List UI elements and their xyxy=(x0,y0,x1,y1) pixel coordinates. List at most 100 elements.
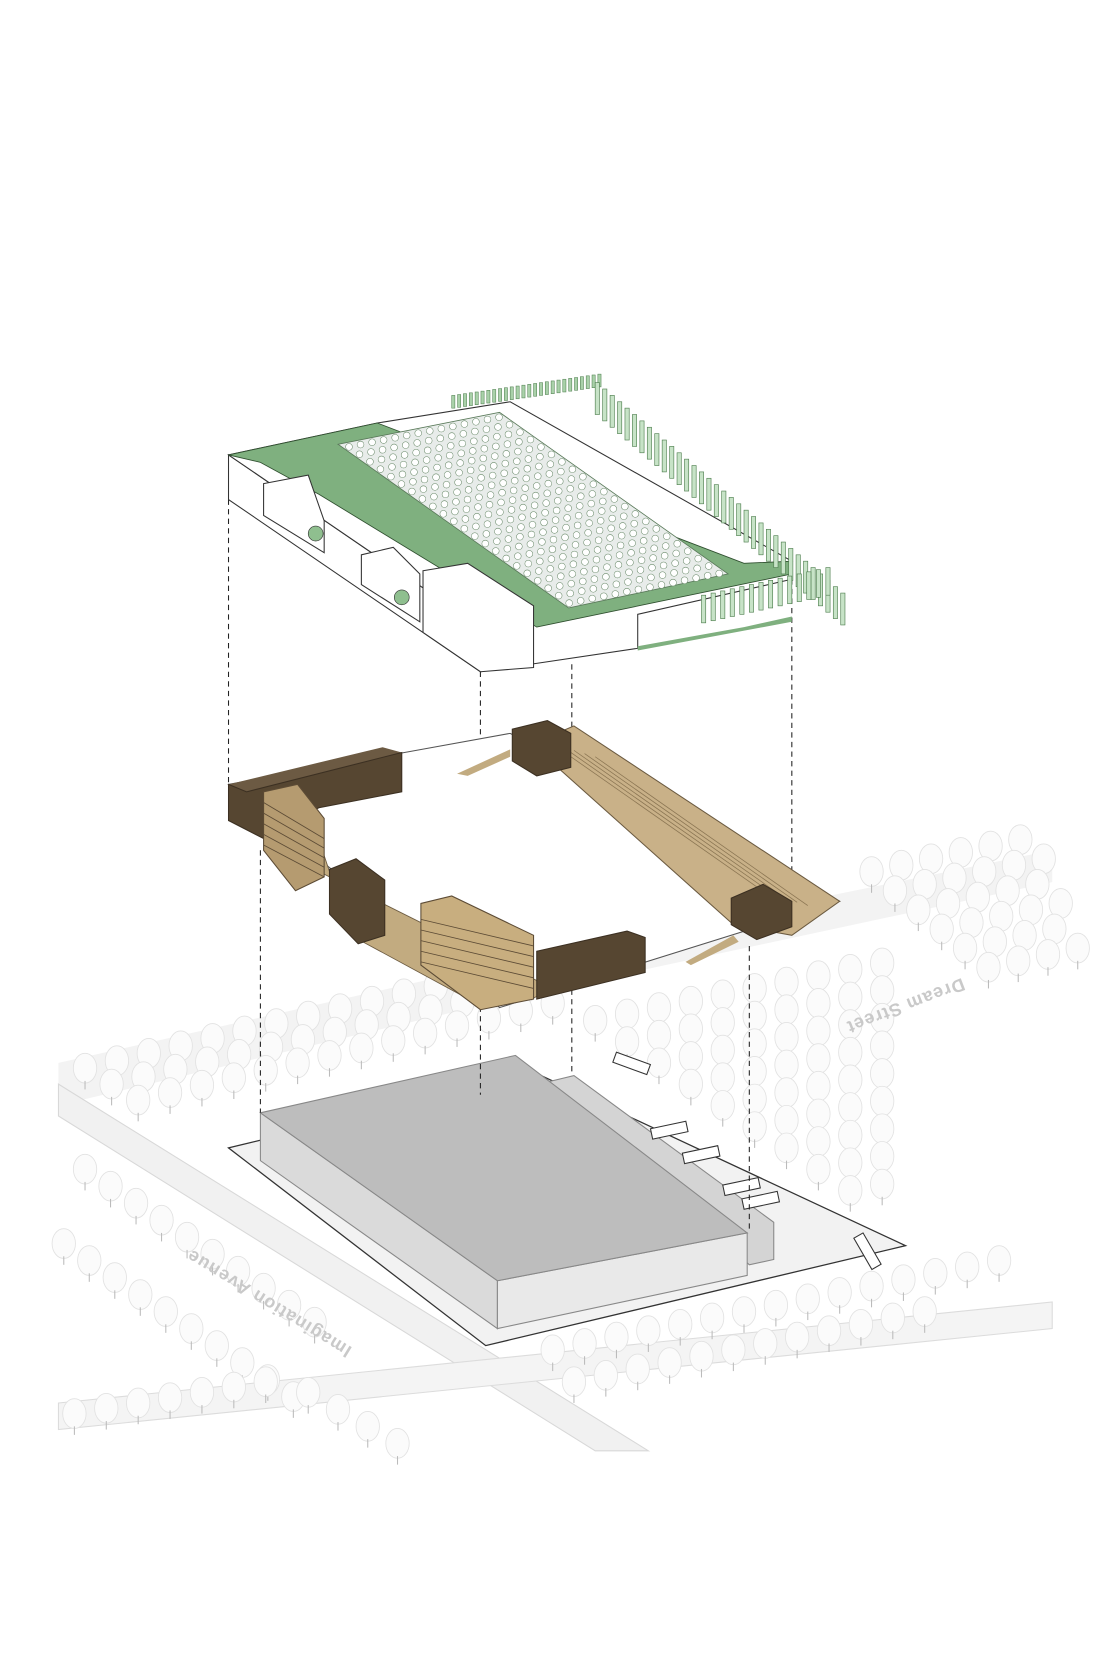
facade-fin xyxy=(544,381,549,395)
tree-icon xyxy=(444,1010,470,1041)
solar-panel xyxy=(614,561,623,569)
facade-fin xyxy=(728,497,734,530)
facade-fin xyxy=(574,377,578,391)
floor-line xyxy=(263,802,325,839)
facade-fin xyxy=(550,380,555,394)
solar-panel xyxy=(627,549,635,557)
green-strip-east xyxy=(637,616,792,651)
tree-icon xyxy=(870,1058,895,1089)
truck-icon xyxy=(853,1232,882,1271)
solar-panel xyxy=(345,443,353,451)
solar-panel xyxy=(504,535,513,543)
solar-panel xyxy=(506,515,515,524)
solar-panel xyxy=(410,468,418,476)
solar-panel xyxy=(594,536,603,544)
solar-panel xyxy=(543,489,551,497)
solar-panel xyxy=(466,466,475,475)
solar-panel xyxy=(403,431,411,440)
solar-panel xyxy=(468,457,476,465)
solar-panel xyxy=(520,494,528,502)
tree-icon xyxy=(583,1005,608,1036)
facade-fin xyxy=(739,586,745,615)
solar-panel xyxy=(673,540,681,548)
tree-icon xyxy=(678,985,703,1017)
truck-icon xyxy=(612,1051,652,1076)
tree-icon xyxy=(774,1132,799,1164)
solar-panel xyxy=(629,529,637,538)
solar-panel xyxy=(478,464,486,472)
solar-panel xyxy=(449,422,457,431)
facade-fin xyxy=(720,590,726,619)
solar-panel xyxy=(568,465,577,473)
solar-panel xyxy=(414,429,422,437)
solar-panel xyxy=(378,446,387,454)
solar-panel xyxy=(626,558,634,567)
tree-icon xyxy=(838,954,863,985)
tree-icon xyxy=(157,1382,183,1413)
solar-panel xyxy=(624,578,632,586)
solar-panel xyxy=(567,475,576,483)
solar-panel xyxy=(481,539,489,548)
solar-panel xyxy=(705,562,713,570)
solar-panel xyxy=(547,450,556,459)
facade-fin xyxy=(486,390,491,404)
solar-panel xyxy=(452,498,460,506)
solar-panel xyxy=(482,530,491,538)
facade-fin xyxy=(480,390,485,405)
tree-icon xyxy=(189,1069,215,1101)
solar-panel xyxy=(443,471,452,479)
tree-icon xyxy=(128,1279,153,1310)
solar-panel xyxy=(497,498,505,507)
tree-icon xyxy=(923,1257,948,1289)
solar-panel xyxy=(397,480,406,488)
solar-panel xyxy=(680,576,689,584)
tree-icon xyxy=(859,1270,884,1302)
tree-icon xyxy=(795,1283,820,1315)
tree-icon xyxy=(157,1077,183,1108)
solar-panel xyxy=(429,502,437,511)
solar-panel xyxy=(577,597,585,605)
solar-panel xyxy=(550,526,559,534)
truck-icon xyxy=(681,1145,721,1165)
tree-icon xyxy=(838,981,863,1013)
facade-fin xyxy=(780,541,786,575)
facade-fin xyxy=(840,592,846,626)
facade-fin xyxy=(463,393,467,407)
solar-panel xyxy=(433,463,441,472)
solar-panel xyxy=(631,510,639,518)
solar-panel xyxy=(398,470,407,479)
solar-panel xyxy=(505,525,514,533)
solar-panel xyxy=(418,495,427,503)
solar-panel xyxy=(387,472,395,481)
solar-panel xyxy=(567,579,575,588)
solar-panel xyxy=(523,569,531,578)
solar-panel xyxy=(620,512,628,520)
tree-icon xyxy=(253,1366,278,1398)
solar-panel xyxy=(495,413,503,421)
solar-panel xyxy=(524,559,532,568)
solar-panel xyxy=(477,474,485,482)
solar-panel xyxy=(513,457,521,465)
solar-panel xyxy=(514,447,522,456)
solar-panel xyxy=(604,553,612,562)
solar-panel xyxy=(589,585,597,593)
solar-panel xyxy=(529,511,538,519)
solar-panel xyxy=(556,477,564,485)
tree-icon xyxy=(126,1387,151,1419)
solar-panel xyxy=(476,483,484,492)
solar-panel xyxy=(503,440,512,448)
facade-fin xyxy=(602,388,608,422)
tree-icon xyxy=(126,1084,151,1116)
solar-panel xyxy=(432,473,440,481)
facade-fin xyxy=(661,439,667,473)
solar-panel xyxy=(469,447,477,455)
tree-icon xyxy=(189,1377,215,1408)
tree-icon xyxy=(678,1068,703,1100)
solar-panel xyxy=(495,518,503,526)
solar-panel xyxy=(637,556,646,564)
facade-fin xyxy=(568,378,573,392)
tree-icon xyxy=(355,1411,380,1442)
tree-icon xyxy=(929,913,954,945)
solar-panel xyxy=(682,557,691,565)
parking-stripe xyxy=(563,746,777,897)
